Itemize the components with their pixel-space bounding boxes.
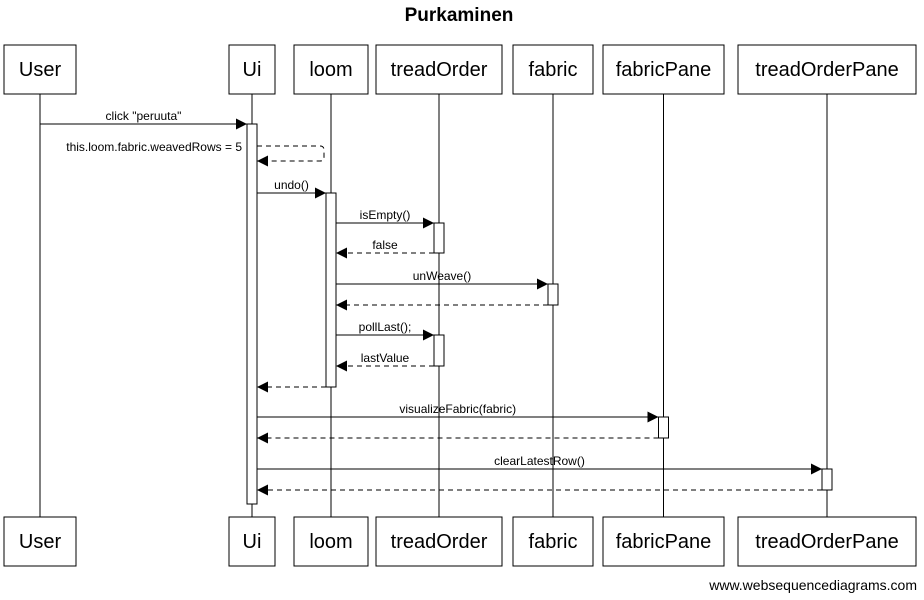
participant-fabricPane-bottom: fabricPane bbox=[602, 516, 725, 567]
activation-treadOrderPane bbox=[821, 468, 833, 491]
participant-box bbox=[3, 44, 77, 95]
participant-label: treadOrderPane bbox=[755, 59, 898, 81]
activations bbox=[246, 123, 833, 505]
participant-treadOrderPane-top: treadOrderPane bbox=[737, 44, 917, 95]
participant-fabric-top: fabric bbox=[512, 44, 594, 95]
message-label: pollLast(); bbox=[359, 320, 412, 334]
participant-treadOrderPane-bottom: treadOrderPane bbox=[737, 516, 917, 567]
participant-box bbox=[602, 516, 725, 567]
participant-ui-bottom: Ui bbox=[228, 516, 276, 567]
lifelines bbox=[39, 94, 828, 517]
activation-fabric bbox=[547, 283, 559, 306]
participant-label: fabricPane bbox=[616, 59, 712, 81]
participant-label: Ui bbox=[243, 531, 262, 553]
participant-box bbox=[737, 44, 917, 95]
participant-label: fabric bbox=[529, 531, 578, 553]
messages: click "peruuta" this.loom.fabric.weavedRo… bbox=[40, 109, 822, 496]
participant-box bbox=[375, 44, 503, 95]
participant-loom-top: loom bbox=[293, 44, 369, 95]
participant-user-top: User bbox=[3, 44, 77, 95]
participant-box bbox=[3, 516, 77, 567]
participant-loom-bottom: loom bbox=[293, 516, 369, 567]
message-label: isEmpty() bbox=[360, 208, 411, 222]
participant-label: Ui bbox=[243, 59, 262, 81]
participant-label: fabric bbox=[529, 59, 578, 81]
message-label: clearLatestRow() bbox=[494, 454, 585, 468]
message-return: lastValue bbox=[336, 351, 434, 372]
message-label: false bbox=[372, 238, 398, 252]
message-return: false bbox=[336, 238, 434, 259]
participant-label: treadOrder bbox=[391, 531, 488, 553]
message-return: this.loom.fabric.weavedRows = 5 bbox=[66, 140, 325, 167]
message-call: visualizeFabric(fabric) bbox=[257, 402, 659, 423]
participant-label: treadOrderPane bbox=[755, 531, 898, 553]
activation-fabricPane bbox=[658, 416, 669, 439]
participant-box bbox=[293, 516, 369, 567]
message-arrow bbox=[257, 145, 325, 167]
activation-treadOrder bbox=[433, 334, 445, 367]
participant-label: treadOrder bbox=[391, 59, 488, 81]
participant-box bbox=[512, 44, 594, 95]
message-call: clearLatestRow() bbox=[257, 454, 822, 475]
participant-box bbox=[375, 516, 503, 567]
participant-box bbox=[512, 516, 594, 567]
participant-box bbox=[293, 44, 369, 95]
participant-box bbox=[737, 516, 917, 567]
message-label: visualizeFabric(fabric) bbox=[399, 402, 516, 416]
message-label: click "peruuta" bbox=[106, 109, 182, 123]
activation-loom bbox=[325, 192, 337, 388]
message-label: undo() bbox=[274, 178, 309, 192]
message-call: unWeave() bbox=[336, 269, 548, 290]
participant-box bbox=[228, 516, 276, 567]
participant-treadOrder-top: treadOrder bbox=[375, 44, 503, 95]
activation-treadOrder bbox=[433, 222, 445, 254]
participant-label: User bbox=[19, 531, 62, 553]
message-label: unWeave() bbox=[413, 269, 471, 283]
message-call: pollLast(); bbox=[336, 320, 434, 341]
participant-box bbox=[602, 44, 725, 95]
participant-box bbox=[228, 44, 276, 95]
participant-label: loom bbox=[309, 59, 352, 81]
message-label: this.loom.fabric.weavedRows = 5 bbox=[66, 140, 242, 154]
participants: UserUserUiUiloomloomtreadOrdertreadOrder… bbox=[3, 44, 917, 567]
message-call: undo() bbox=[257, 178, 326, 199]
participant-user-bottom: User bbox=[3, 516, 77, 567]
participant-ui-top: Ui bbox=[228, 44, 276, 95]
participant-fabric-bottom: fabric bbox=[512, 516, 594, 567]
participant-treadOrder-bottom: treadOrder bbox=[375, 516, 503, 567]
message-label: lastValue bbox=[361, 351, 410, 365]
participant-label: fabricPane bbox=[616, 531, 712, 553]
participant-label: loom bbox=[309, 531, 352, 553]
diagram-title: Purkaminen bbox=[405, 5, 514, 26]
footer-credit: www.websequencediagrams.com bbox=[708, 577, 917, 593]
participant-label: User bbox=[19, 59, 62, 81]
activation-ui bbox=[246, 123, 258, 505]
participant-fabricPane-top: fabricPane bbox=[602, 44, 725, 95]
message-call: click "peruuta" bbox=[40, 109, 247, 130]
message-call: isEmpty() bbox=[336, 208, 434, 229]
